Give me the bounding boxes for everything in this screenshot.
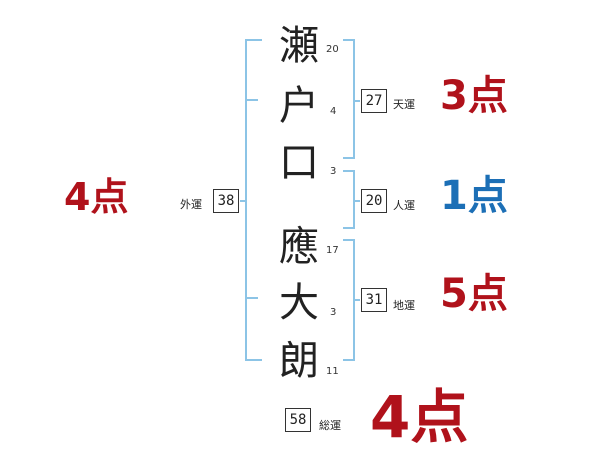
name-char-2: 户: [279, 83, 319, 129]
tenkaku-value-box: 27: [361, 89, 387, 113]
stroke-count-5: 3: [330, 307, 337, 318]
stroke-count-6: 11: [326, 366, 339, 377]
right-bracket-bottom: [343, 239, 355, 361]
gaikaku-value-box: 38: [213, 189, 239, 213]
name-char-3: 口: [279, 140, 319, 186]
name-char-1: 瀬: [279, 23, 319, 69]
left-bracket: [245, 39, 262, 361]
jinkaku-value-box: 20: [361, 189, 387, 213]
gaikaku-score: 4点: [64, 175, 129, 219]
jinkaku-score: 1点: [440, 173, 508, 219]
right-bracket-top: [343, 39, 355, 159]
stroke-count-1: 20: [326, 44, 339, 55]
soukaku-value-box: 58: [285, 408, 311, 432]
tenkaku-score: 3点: [440, 73, 508, 119]
chikaku-value-box: 31: [361, 288, 387, 312]
stroke-count-3: 3: [330, 166, 337, 177]
name-char-5: 大: [279, 280, 319, 326]
right-bracket-middle: [343, 170, 355, 229]
stroke-count-2: 4: [330, 106, 337, 117]
soukaku-label: 総運: [319, 419, 341, 432]
chikaku-score: 5点: [440, 271, 508, 317]
gaikaku-label: 外運: [180, 198, 202, 211]
soukaku-score: 4点: [370, 383, 469, 451]
jinkaku-label: 人運: [393, 199, 415, 212]
chikaku-label: 地運: [393, 299, 415, 312]
name-char-4: 應: [279, 224, 319, 270]
tenkaku-label: 天運: [393, 98, 415, 111]
stroke-count-4: 17: [326, 245, 339, 256]
name-char-6: 朗: [279, 338, 319, 384]
